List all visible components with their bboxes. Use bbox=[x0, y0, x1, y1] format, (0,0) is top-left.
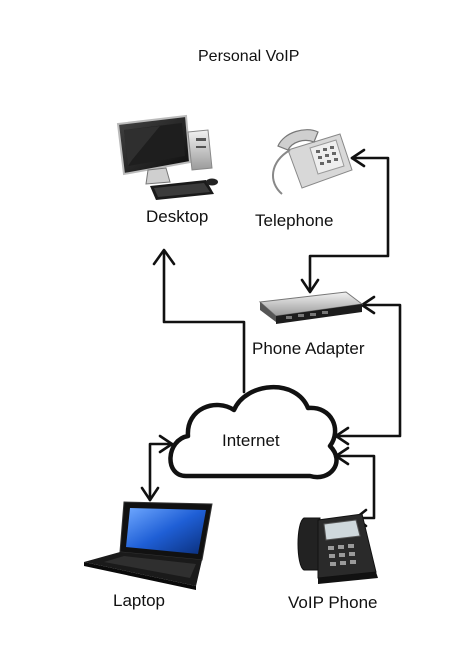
voip-phone-icon bbox=[297, 513, 378, 584]
connector-voip-internet bbox=[334, 454, 376, 520]
arrowhead-desktop bbox=[152, 248, 176, 266]
phone-adapter-icon bbox=[258, 291, 364, 324]
arrowhead-laptop bbox=[140, 486, 160, 502]
laptop-icon bbox=[84, 501, 213, 590]
arrowhead-adapter bbox=[300, 278, 320, 294]
desktop-computer-icon bbox=[116, 114, 218, 200]
connector-telephone-adapter bbox=[308, 156, 390, 292]
voip-phone-label: VoIP Phone bbox=[288, 593, 378, 612]
connector-internet-desktop bbox=[162, 250, 246, 394]
laptop-label: Laptop bbox=[113, 591, 165, 610]
telephone-label: Telephone bbox=[255, 211, 334, 230]
desktop-label: Desktop bbox=[146, 207, 209, 226]
telephone-icon bbox=[272, 129, 353, 195]
connector-adapter-internet bbox=[334, 303, 402, 438]
internet-label: Internet bbox=[222, 431, 280, 450]
cloud-icon bbox=[168, 384, 339, 480]
diagram-title: Personal VoIP bbox=[198, 48, 300, 65]
arrowhead-telephone bbox=[350, 148, 366, 168]
connector-laptop-internet bbox=[148, 442, 174, 502]
arrowhead-internet-left bbox=[158, 434, 174, 454]
phone-adapter-label: Phone Adapter bbox=[252, 339, 365, 358]
